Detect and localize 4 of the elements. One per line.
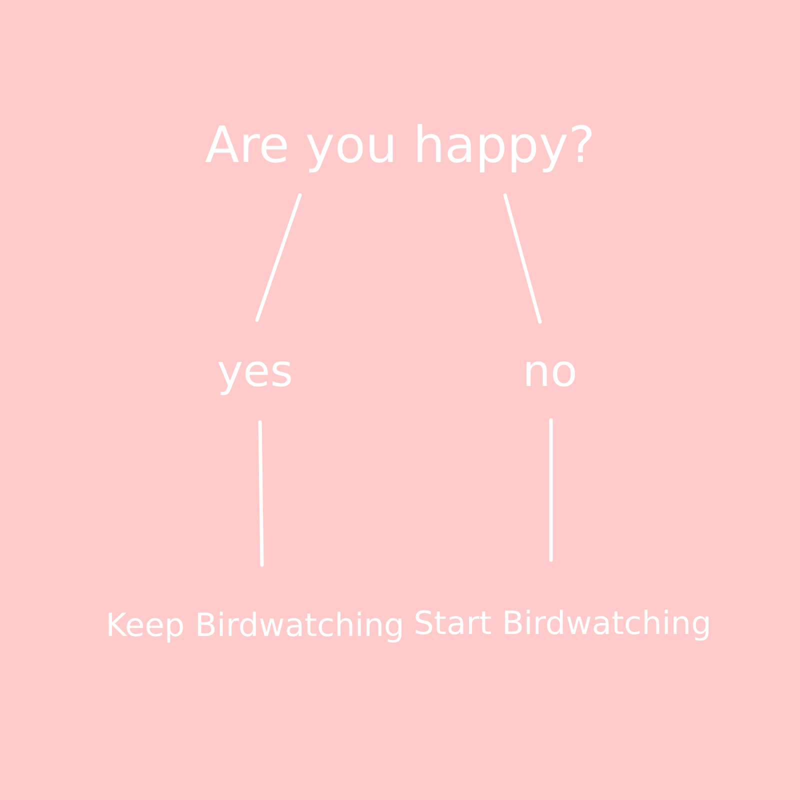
connector-line [503, 193, 542, 324]
connector-line [255, 193, 302, 322]
connector-line [549, 418, 553, 562]
connector-line [258, 420, 264, 567]
